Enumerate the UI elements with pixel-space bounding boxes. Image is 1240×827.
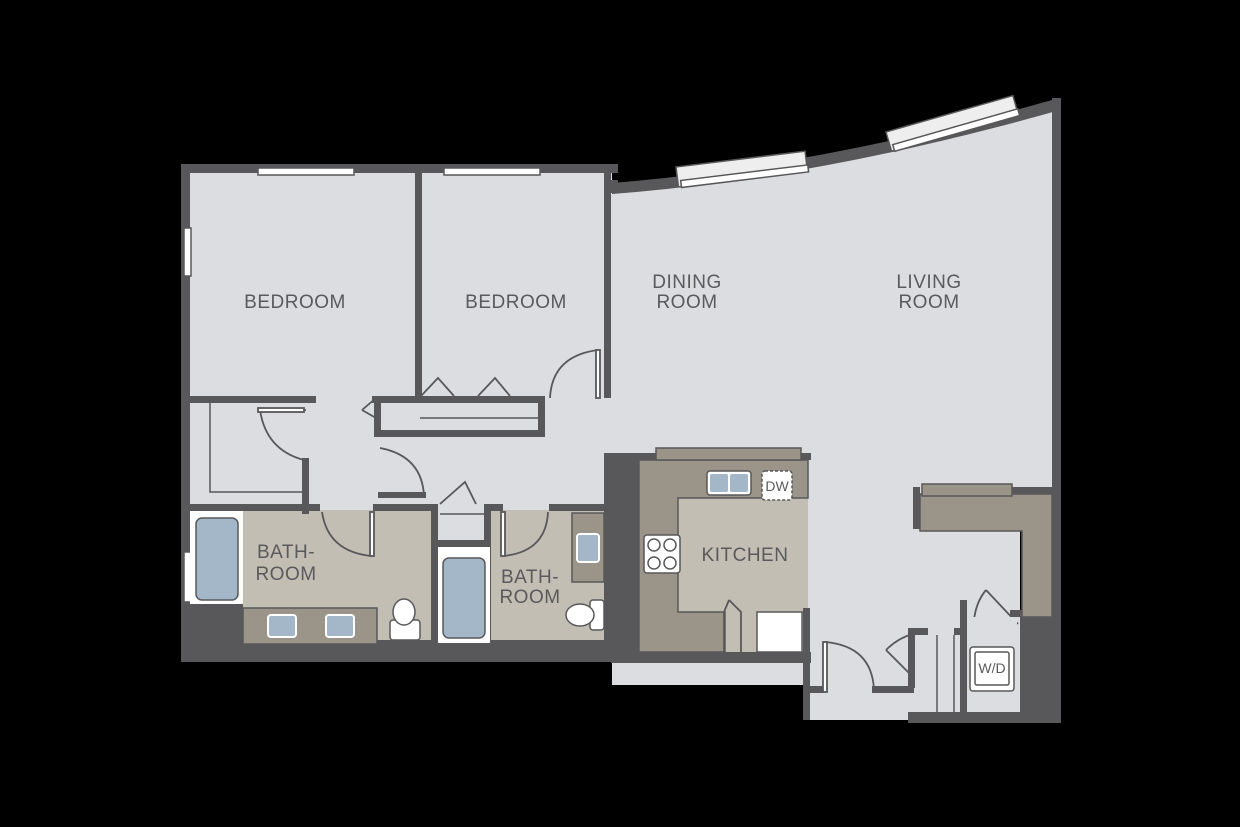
bathroom-1-vanity xyxy=(242,607,378,645)
sink-2 xyxy=(325,614,355,638)
bifold-linen xyxy=(439,480,477,505)
bifold-hall xyxy=(361,397,377,419)
window-bath-side xyxy=(183,551,192,603)
bay-window-dining xyxy=(675,150,810,189)
sink-1 xyxy=(267,614,297,638)
toilet-1 xyxy=(389,598,421,641)
room-labels: BEDROOM BEDROOM DINING ROOM LIVING ROOM … xyxy=(244,272,1005,676)
stove xyxy=(643,534,681,574)
bathtub-1 xyxy=(195,517,239,601)
doors xyxy=(257,349,1019,693)
label-living-line1: LIVING xyxy=(896,272,961,293)
label-dining-line1: DINING xyxy=(652,272,722,293)
bifold-closet-bedroom-2 xyxy=(420,376,511,397)
toilet-2 xyxy=(565,599,605,631)
door-closet-entry xyxy=(885,631,929,677)
refrigerator xyxy=(756,611,803,653)
label-bedroom-2: BEDROOM xyxy=(465,292,567,313)
label-living-line2: ROOM xyxy=(898,292,959,313)
label-dining-line2: ROOM xyxy=(656,292,717,313)
label-bath-2-line2: ROOM xyxy=(499,587,560,608)
washer-dryer xyxy=(969,646,1015,692)
label-kitchen: KITCHEN xyxy=(702,545,789,566)
label-dishwasher: DW xyxy=(765,478,789,494)
bay-window-living xyxy=(885,94,1021,153)
kitchen-sink xyxy=(706,470,752,496)
pantry-counter xyxy=(919,493,1053,618)
sink-3 xyxy=(576,533,600,563)
window-bedroom-1-top xyxy=(257,167,355,176)
window-bedroom-2-top xyxy=(443,167,541,176)
bathtub-2 xyxy=(442,557,486,639)
pantry-door xyxy=(723,599,742,652)
label-bath-1-line2: ROOM xyxy=(255,564,316,585)
windows xyxy=(183,94,1021,603)
fixtures xyxy=(190,470,1017,711)
label-bath-2-line1: BATH- xyxy=(501,567,559,588)
dishwasher xyxy=(761,470,793,501)
label-bedroom-1: BEDROOM xyxy=(244,292,346,313)
label-bath-1-line1: BATH- xyxy=(257,542,315,563)
closet-shelves xyxy=(209,403,955,712)
window-bedroom-1-side xyxy=(183,227,192,277)
label-washer-dryer: W/D xyxy=(978,660,1005,676)
door-hall xyxy=(379,447,425,497)
